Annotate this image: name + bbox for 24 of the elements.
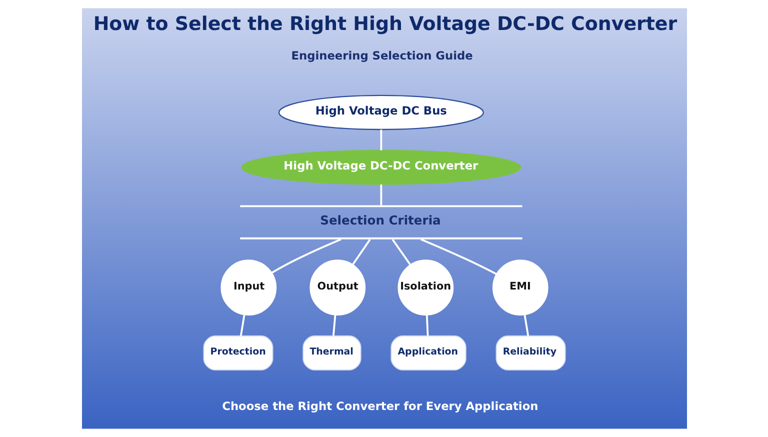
node-text: Selection Criteria: [320, 214, 440, 228]
node-circle: EMI: [492, 260, 548, 316]
connector: [420, 238, 496, 275]
connector: [380, 130, 382, 150]
connector: [270, 238, 341, 274]
caption: Choose the Right Converter for Every Application: [222, 398, 538, 413]
node-ellipse: High Voltage DC Bus: [278, 94, 484, 130]
node-circle: Output: [309, 260, 366, 316]
node-box: Protection: [202, 335, 273, 370]
connector: [391, 239, 411, 266]
diagram-title: How to Select the Right High Voltage DC-DC Converter: [92, 13, 677, 36]
label: Engineering Selection Guide: [290, 48, 472, 63]
connector: [380, 184, 382, 206]
node-box: Application: [390, 335, 466, 370]
node-box: Reliability: [495, 335, 566, 370]
node-box: Thermal: [302, 335, 361, 370]
connector: [239, 314, 245, 336]
connector: [332, 315, 336, 336]
connector: [351, 239, 370, 266]
connector: [523, 314, 529, 336]
node-circle: Isolation: [397, 260, 454, 316]
node-circle: Input: [220, 260, 276, 316]
node-ellipse: High Voltage DC-DC Converter: [240, 150, 521, 185]
connector: [425, 315, 428, 336]
